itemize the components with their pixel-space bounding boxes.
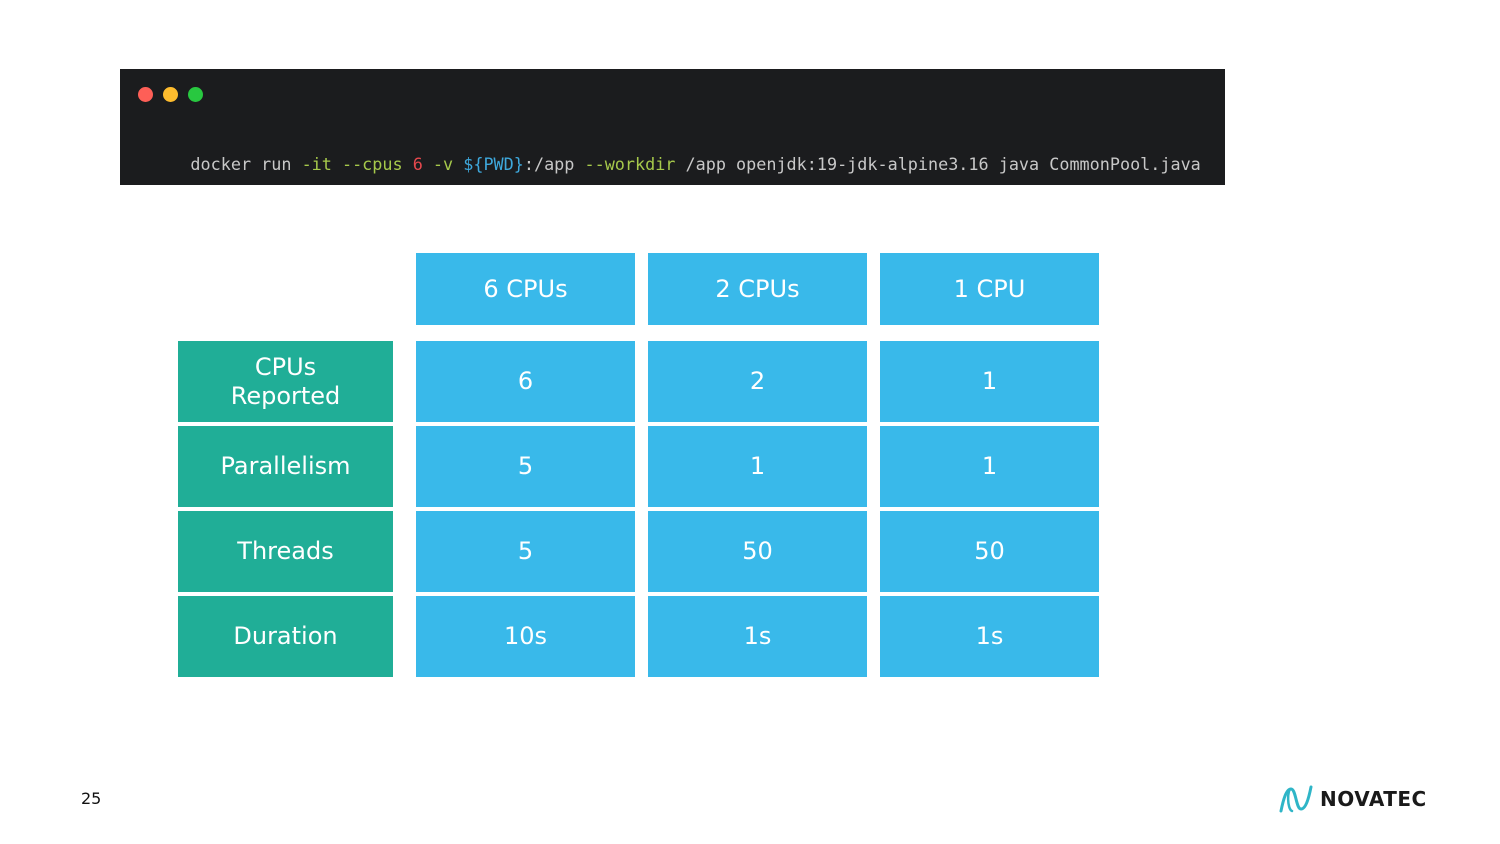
row-label-cpus-reported: CPUs Reported	[178, 341, 393, 422]
close-dot-icon	[138, 87, 153, 102]
table-cell: 1s	[648, 596, 867, 677]
cmd-token: /app openjdk:19-jdk-alpine3.16 java Comm…	[675, 154, 1201, 174]
column-header-2-cpus: 2 CPUs	[648, 253, 867, 325]
table-cell: 5	[416, 426, 635, 507]
table-cell: 10s	[416, 596, 635, 677]
maximize-dot-icon	[188, 87, 203, 102]
table-cell: 1	[880, 426, 1099, 507]
table-cell: 1s	[880, 596, 1099, 677]
table-cell: 50	[648, 511, 867, 592]
terminal-window: docker run -it --cpus 6 -v ${PWD}:/app -…	[120, 69, 1225, 185]
table-cell: 1	[648, 426, 867, 507]
page-number: 25	[81, 789, 102, 808]
table-cell: 6	[416, 341, 635, 422]
cmd-token: docker run	[190, 154, 302, 174]
cmd-token: -it --cpus	[301, 154, 413, 174]
column-header-6-cpus: 6 CPUs	[416, 253, 635, 325]
table-cell: 1	[880, 341, 1099, 422]
novatec-logo-icon	[1279, 785, 1313, 813]
table-cell: 50	[880, 511, 1099, 592]
row-label-threads: Threads	[178, 511, 393, 592]
column-header-1-cpu: 1 CPU	[880, 253, 1099, 325]
docker-command: docker run -it --cpus 6 -v ${PWD}:/app -…	[150, 134, 1201, 194]
minimize-dot-icon	[163, 87, 178, 102]
cmd-token: 6	[412, 154, 423, 174]
table-cell: 2	[648, 341, 867, 422]
cmd-token: ${PWD}	[463, 154, 524, 174]
cmd-token: -v	[422, 154, 464, 174]
cmd-token: :/app	[523, 154, 585, 174]
row-label-duration: Duration	[178, 596, 393, 677]
table-cell: 5	[416, 511, 635, 592]
row-label-parallelism: Parallelism	[178, 426, 393, 507]
novatec-logo: NOVATEC	[1278, 780, 1427, 818]
cmd-token: --workdir	[584, 154, 676, 174]
brand-name: NOVATEC	[1320, 787, 1427, 811]
